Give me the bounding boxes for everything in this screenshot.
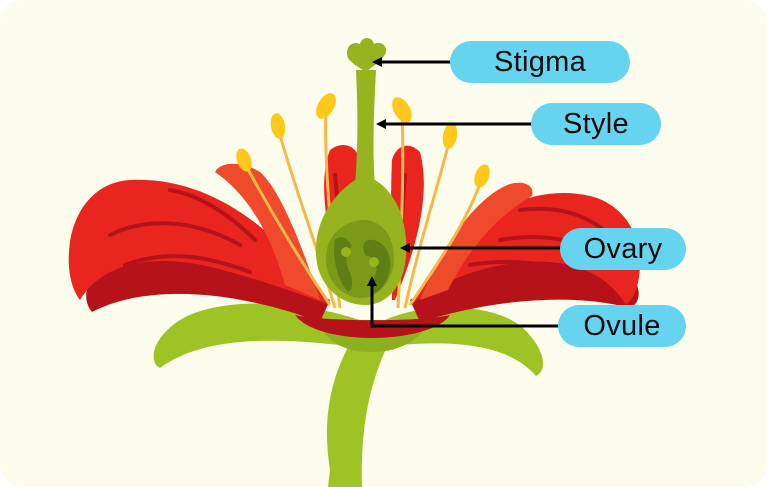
stem <box>326 340 390 487</box>
petal-left-inner <box>215 163 320 300</box>
stigma-label: Stigma <box>450 41 630 83</box>
stamen-anthers <box>236 93 490 188</box>
style-label: Style <box>531 103 661 145</box>
ovary-label: Ovary <box>560 228 686 270</box>
petal-left-back <box>86 243 330 322</box>
petal-right-inner <box>420 182 533 300</box>
ovule-arrow <box>367 276 560 328</box>
style-shape <box>355 70 376 185</box>
stigma-shape <box>346 38 387 72</box>
pointer-arrows <box>367 57 562 328</box>
ovule-label: Ovule <box>558 305 686 347</box>
ovule-highlights <box>341 247 379 267</box>
petal-stripes <box>108 173 617 292</box>
petal-left <box>68 179 330 305</box>
